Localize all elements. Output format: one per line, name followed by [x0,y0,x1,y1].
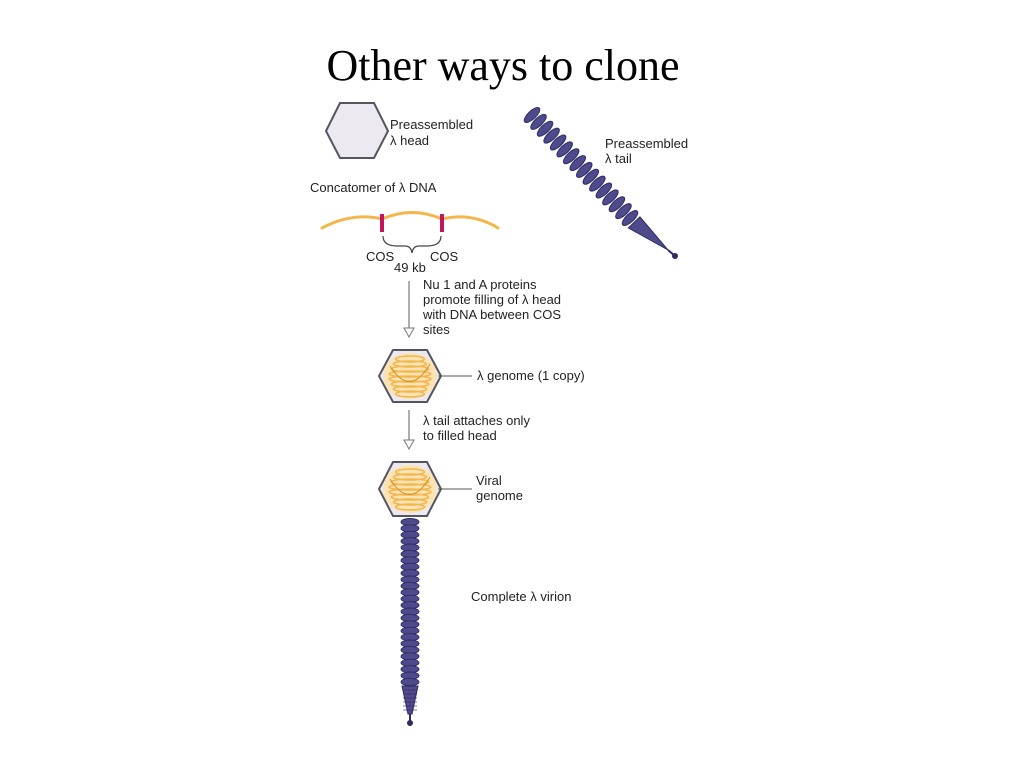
viral-genome-label-line2: genome [476,488,523,503]
concatomer-dna-strand [320,211,500,230]
step2-arrow-head [403,439,415,451]
cos-right-label: COS [430,249,459,264]
empty-head-icon [324,102,390,159]
slide-title: Other ways to clone [326,41,680,90]
step2-text-line2: to filled head [423,428,497,443]
virion-tail-icon [400,517,420,726]
tail-label-line1: Preassembled [605,136,688,151]
cos-left-label: COS [366,249,395,264]
viral-genome-label-line1: Viral [476,473,502,488]
step2-text-line1: λ tail attaches only [423,413,530,428]
genome-copy-label: λ genome (1 copy) [477,368,585,383]
head-label-line2: λ head [390,133,429,148]
cos-site-right-mark [440,214,444,232]
virion-head-icon [377,461,443,517]
step1-text-line3: with DNA between COS [422,307,561,322]
step1-text-line2: promote filling of λ head [423,292,561,307]
step1-arrow-head [403,327,415,339]
head-label-line1: Preassembled [390,117,473,132]
step1-text-line1: Nu 1 and A proteins [423,277,537,292]
filled-head-icon [377,349,443,403]
cos-spacing-brace [382,235,442,254]
tail-label-line2: λ tail [605,151,632,166]
cos-site-left-mark [380,214,384,232]
virion-label: Complete λ virion [471,589,571,604]
kb-label: 49 kb [394,260,426,275]
concatomer-label: Concatomer of λ DNA [310,180,437,195]
step1-text-line4: sites [423,322,450,337]
preassembled-tail-icon [523,107,678,259]
